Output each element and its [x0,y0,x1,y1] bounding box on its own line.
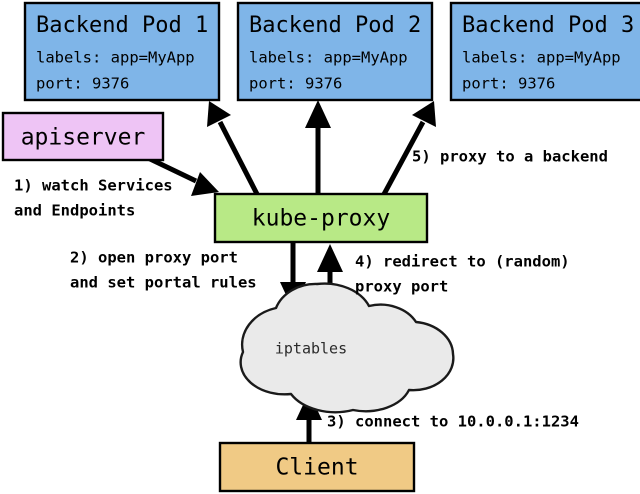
step-1-line-1: 1) watch Services [14,177,173,195]
arrow-kubeproxy-to-pod1 [207,101,261,198]
step-2-line-1: 2) open proxy port [70,249,238,267]
step-2-label: 2) open proxy port and set portal rules [70,249,257,292]
backend-pod-2-port: port: 9376 [249,75,342,93]
step-4-line-1: 4) redirect to (random) [355,253,570,271]
iptables-cloud: iptables [239,282,455,414]
step-4-label: 4) redirect to (random) proxy port [355,253,570,296]
apiserver-label: apiserver [21,125,146,151]
step-5-label: 5) proxy to a backend [412,148,608,166]
backend-pod-3[interactable]: Backend Pod 3 labels: app=MyApp port: 93… [449,1,640,102]
backend-pod-3-title: Backend Pod 3 [462,13,634,38]
backend-pod-2-labels: labels: app=MyApp [249,49,408,67]
backend-pod-1-labels: labels: app=MyApp [36,49,195,67]
kube-proxy-label: kube-proxy [252,206,390,232]
backend-pod-1[interactable]: Backend Pod 1 labels: app=MyApp port: 93… [23,1,221,102]
step-3-label: 3) connect to 10.0.0.1:1234 [327,413,579,431]
client-label: Client [275,455,358,481]
step-1-line-2: and Endpoints [14,202,135,220]
step-4-line-2: proxy port [355,278,448,296]
step-5-line-1: 5) proxy to a backend [412,148,608,166]
backend-pod-1-port: port: 9376 [36,75,129,93]
apiserver-node[interactable]: apiserver [1,111,165,162]
iptables-label: iptables [275,340,347,358]
client-node[interactable]: Client [218,441,416,493]
backend-pod-3-port: port: 9376 [462,75,555,93]
arrow-kubeproxy-to-pod2 [305,100,331,198]
step-2-line-2: and set portal rules [70,274,257,292]
arrow-kubeproxy-to-pod3 [380,101,436,198]
backend-pod-3-labels: labels: app=MyApp [462,49,621,67]
step-3-line-1: 3) connect to 10.0.0.1:1234 [327,413,579,431]
arrow-apiserver-to-kubeproxy [146,155,219,196]
kube-proxy-node[interactable]: kube-proxy [213,192,429,244]
backend-pod-2-title: Backend Pod 2 [249,13,421,38]
step-1-label: 1) watch Services and Endpoints [14,177,173,220]
backend-pod-2[interactable]: Backend Pod 2 labels: app=MyApp port: 93… [236,1,434,102]
backend-pod-1-title: Backend Pod 1 [36,13,208,38]
